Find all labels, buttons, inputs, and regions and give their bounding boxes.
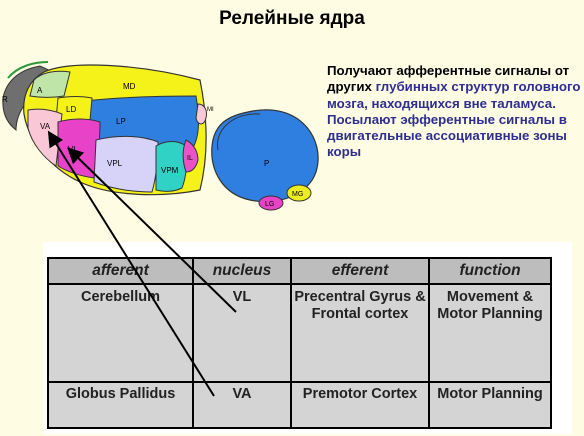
nucleus-a-shape: [29, 70, 71, 98]
cell-efferent: Precentral Gyrus & Frontal cortex: [290, 283, 430, 383]
label-vpl: VPL: [107, 159, 123, 168]
label-il: IL: [187, 155, 193, 162]
label-lp: LP: [116, 117, 126, 126]
description-text: Получают афферентные сигналы от других г…: [327, 63, 582, 161]
table-row: Cerebellum VL Precentral Gyrus & Frontal…: [47, 283, 552, 383]
nucleus-va-shape: [27, 108, 63, 167]
header-efferent: efferent: [290, 257, 430, 285]
cell-efferent: Premotor Cortex: [290, 381, 430, 429]
cell-afferent: Globus Pallidus: [47, 381, 194, 429]
description-part-1: Получают афферентные сигналы от других: [327, 63, 570, 95]
label-lg: LG: [265, 201, 274, 208]
label-vl: VL: [68, 145, 78, 154]
cell-nucleus: VL: [192, 283, 292, 383]
description-part-2-highlighted: глубинных структур головного мозга, нахо…: [327, 79, 581, 160]
nucleus-mi-shape: [195, 103, 207, 125]
label-mi: MI: [207, 107, 214, 113]
relay-nuclei-table: afferent nucleus efferent function Cereb…: [47, 257, 552, 429]
nucleus-outline-arc: [7, 61, 49, 79]
nucleus-mg-shape: [286, 184, 312, 202]
label-p: P: [264, 159, 269, 168]
header-function: function: [428, 257, 552, 285]
header-afferent: afferent: [47, 257, 194, 285]
header-nucleus: nucleus: [192, 257, 292, 285]
label-md: MD: [123, 82, 136, 91]
nucleus-p-outline: [217, 113, 261, 151]
cell-function: Motor Planning: [428, 381, 552, 429]
cell-nucleus: VA: [192, 381, 292, 429]
thalamus-diagram: R A MD LD LP MI VA VL VPL VPM IL P MG LG: [2, 61, 319, 211]
cell-afferent: Cerebellum: [47, 283, 194, 383]
label-mg: MG: [292, 191, 303, 198]
nucleus-lg-shape: [258, 195, 284, 211]
label-ld: LD: [66, 105, 76, 114]
cell-function: Movement & Motor Planning: [428, 283, 552, 383]
label-a: A: [37, 86, 43, 95]
table-row: Globus Pallidus VA Premotor Cortex Motor…: [47, 381, 552, 429]
label-va: VA: [40, 122, 51, 131]
relay-table-panel: afferent nucleus efferent function Cereb…: [43, 242, 572, 434]
label-vpm: VPM: [161, 166, 179, 175]
nucleus-vl-shape: [57, 118, 101, 179]
table-header-row: afferent nucleus efferent function: [47, 257, 552, 285]
label-r: R: [2, 95, 8, 104]
slide-title: Релейные ядра: [219, 8, 365, 29]
nucleus-vpl-shape: [93, 135, 159, 193]
